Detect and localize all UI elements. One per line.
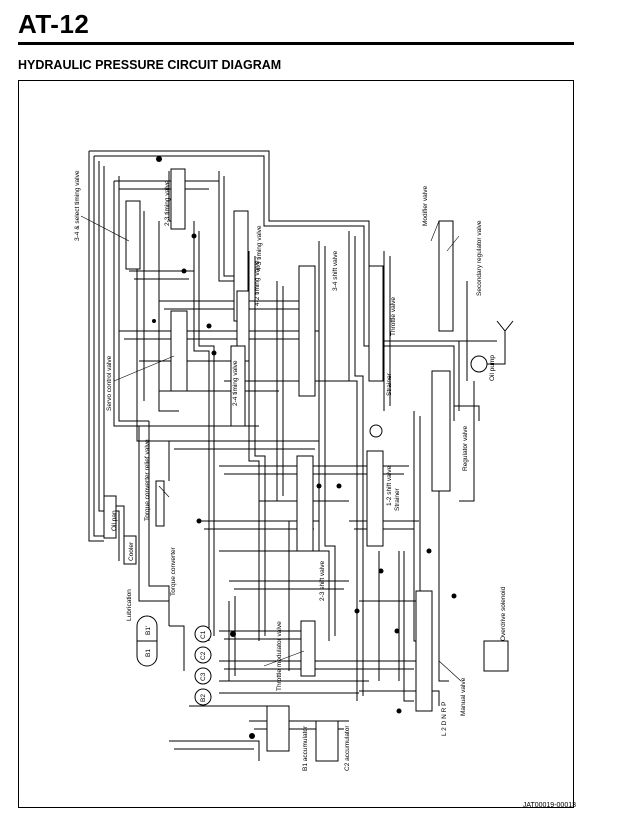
label-c2: C2 <box>200 651 207 660</box>
hydraulic-circuit-diagram: 3-4 & select timing valve 2-3 timing val… <box>74 150 514 771</box>
label-servo-control-valve: Servo control valve <box>106 355 113 411</box>
oil-lines <box>88 150 506 761</box>
shift-valve-34-body <box>298 265 316 397</box>
manual-valve-positions: L 2 D N R P <box>441 702 448 736</box>
oil-line <box>169 625 185 671</box>
oil-line <box>169 740 260 761</box>
c3-element <box>194 667 212 685</box>
regulator-valve-body <box>431 370 451 492</box>
label-lubrication: Lubrication <box>126 589 133 621</box>
label-strainer: Strainer <box>386 372 393 396</box>
label-cooler: Cooler <box>128 541 135 561</box>
timing-valve-24-body <box>230 345 246 427</box>
diagram-frame: 3-4 & select timing valve 2-3 timing val… <box>18 80 574 808</box>
manual-valve-body <box>415 590 433 712</box>
overdrive-solenoid-body <box>483 640 509 672</box>
label-tc-relief-valve: Torque converter relief valve <box>144 439 151 521</box>
label-c1: C1 <box>200 630 207 639</box>
oil-line <box>93 156 109 537</box>
tc-relief-valve-body <box>155 480 165 527</box>
oil-line <box>88 151 104 542</box>
label-timing-valve-43: 4-3 timing valve <box>256 225 263 271</box>
oil-line <box>158 221 179 412</box>
page-title: AT-12 <box>18 9 90 39</box>
label-timing-valve-24: 2-4 timing valve <box>232 360 239 406</box>
shift-valve-23-body <box>296 455 314 552</box>
label-throttle-modulator-valve: Throttle modulator valve <box>276 621 283 691</box>
label-secondary-regulator-valve: Secondary regulator valve <box>476 220 483 296</box>
oil-line <box>118 176 149 422</box>
b2-element <box>194 688 212 706</box>
oil-pan-box <box>103 495 117 539</box>
label-torque-converter: Torque converter <box>170 546 177 596</box>
label-oil-pan: Oil pan <box>111 510 118 531</box>
oil-line <box>94 155 455 421</box>
label-regulator-valve: Regulator valve <box>462 425 469 471</box>
label-oil-pump: Oil pump <box>489 355 496 381</box>
oil-line <box>136 241 170 481</box>
b1-accumulator-body <box>266 705 290 752</box>
cooler-box <box>123 535 137 565</box>
label-b1-prime: B1' <box>145 626 152 635</box>
oil-line <box>459 381 475 502</box>
label-shift-valve-34: 3-4 shift valve <box>332 251 339 291</box>
oil-line <box>148 421 170 626</box>
oil-line <box>348 231 358 701</box>
junctions <box>152 156 457 739</box>
oil-line <box>354 236 364 696</box>
oil-line <box>193 221 210 641</box>
oil-line <box>218 171 234 282</box>
oil-line <box>454 405 480 421</box>
c1-element <box>194 625 212 643</box>
label-modifier-valve: Modifier valve <box>422 186 429 226</box>
label-overdrive-solenoid: Overdrive solenoid <box>500 586 507 641</box>
oil-line <box>138 426 169 602</box>
servo-control-valve-body <box>170 310 188 392</box>
label-manual-valve: Manual valve <box>460 677 467 716</box>
label-b1: B1 <box>145 649 152 657</box>
oil-line <box>318 241 330 641</box>
timing-valve-23-body <box>170 168 186 230</box>
label-c3: C3 <box>200 672 207 681</box>
label-shift-valve-23: 2-3 shift valve <box>319 561 326 601</box>
oil-line <box>198 231 215 636</box>
oil-line <box>359 690 440 706</box>
throttle-modulator-valve-body <box>300 620 316 677</box>
leader-lines <box>80 215 462 682</box>
section-title: HYDRAULIC PRESSURE CIRCUIT DIAGRAM <box>18 58 282 72</box>
oil-line <box>403 551 414 702</box>
oil-line <box>223 176 234 277</box>
label-select-timing-valve: 3-4 & select timing valve <box>74 170 81 241</box>
label-timing-valve-23: 2-3 timing valve <box>164 180 171 226</box>
c2-accumulator-body <box>315 720 339 762</box>
document-code: JAT00019-00013 <box>522 802 576 809</box>
label-strainer-lower: Strainer <box>394 487 401 511</box>
strainer-symbol <box>369 424 383 438</box>
modifier-valve-body <box>438 220 454 332</box>
label-shift-valve-12: 1-2 shift valve <box>386 466 393 506</box>
select-timing-valve-body <box>125 200 141 270</box>
label-b2: B2 <box>200 694 207 702</box>
label-timing-valve-42: 4-2 timing valve <box>254 260 261 306</box>
label-b1-accumulator: B1 accumulator <box>302 725 309 771</box>
oil-line <box>438 431 449 682</box>
throttle-valve-body <box>368 265 384 382</box>
friction-elements <box>136 615 212 706</box>
oil-line <box>254 256 266 636</box>
c2-element <box>194 646 212 664</box>
title-rule <box>18 42 574 45</box>
label-c2-accumulator: C2 accumulator <box>344 725 351 771</box>
oil-line <box>324 246 336 636</box>
shift-valve-12-body <box>366 450 384 547</box>
valve-bodies <box>103 168 509 762</box>
label-throttle-valve: Throttle valve <box>390 297 397 336</box>
oil-pump-symbol <box>470 320 514 373</box>
